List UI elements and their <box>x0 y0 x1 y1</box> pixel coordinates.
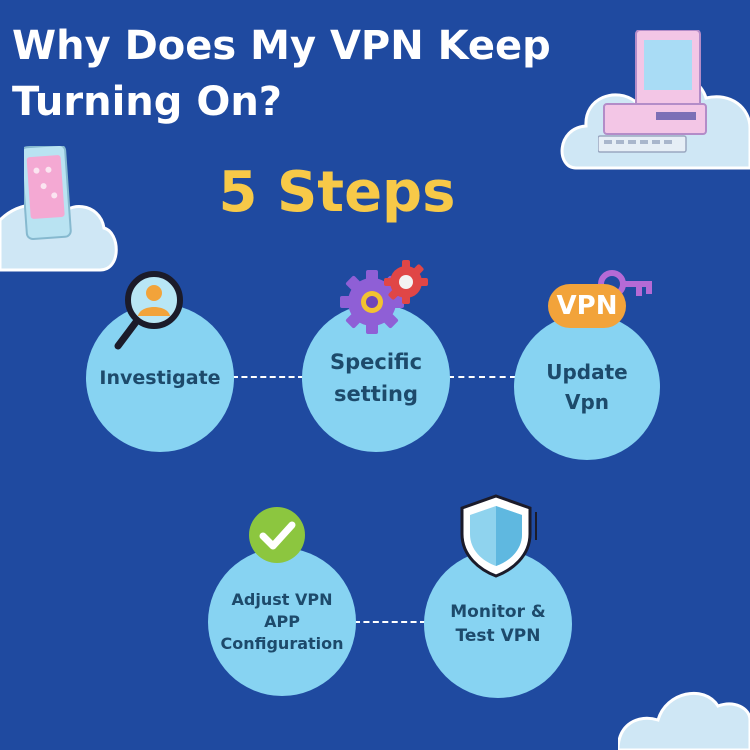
step-label: setting <box>334 382 418 406</box>
connector-1-2 <box>232 376 304 378</box>
page-title: Why Does My VPN Keep Turning On? <box>12 18 551 130</box>
step-label: Monitor & <box>450 602 546 622</box>
title-line-2: Turning On? <box>12 79 282 125</box>
step-adjust-configuration: Adjust VPN APP Configuration <box>208 548 356 696</box>
step-label: Update <box>546 360 628 384</box>
step-label: Specific <box>329 350 423 374</box>
step-label: APP <box>264 612 300 631</box>
step-monitor-test: Monitor & Test VPN <box>424 550 572 698</box>
phone-icon <box>24 146 72 241</box>
magnifier-user-icon <box>114 271 183 350</box>
connector-2-3 <box>448 376 516 378</box>
vpn-key-icon: VPN <box>548 270 658 342</box>
check-icon <box>249 507 305 563</box>
gears-icon <box>340 260 428 334</box>
steps-heading: 5 Steps <box>218 160 456 225</box>
step-label: Investigate <box>99 367 221 389</box>
step-update-vpn: Update Vpn <box>514 314 660 460</box>
cloud-bottom-right <box>618 691 750 750</box>
step-label: Test VPN <box>455 626 541 646</box>
step-label: Vpn <box>564 390 610 414</box>
connector-4-5 <box>354 621 426 623</box>
shield-icon <box>460 494 537 578</box>
title-line-1: Why Does My VPN Keep <box>12 23 551 69</box>
step-label: Adjust VPN <box>231 590 333 609</box>
vpn-badge: VPN <box>548 284 626 328</box>
desktop-computer-icon <box>598 30 707 153</box>
step-label: Configuration <box>220 634 344 653</box>
step-investigate: Investigate <box>86 304 234 452</box>
